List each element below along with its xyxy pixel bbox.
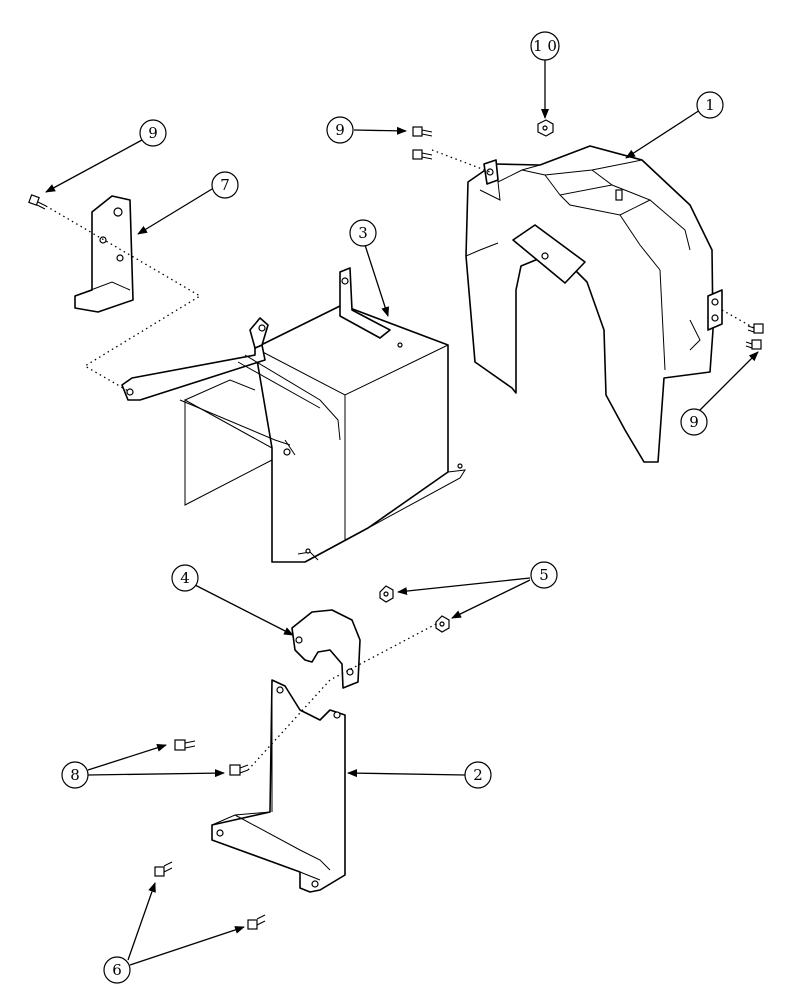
bolt-9-top	[412, 126, 433, 160]
callout-9-right: 9	[680, 408, 708, 436]
callout-4: 4	[171, 564, 199, 592]
callout-label: 1 0	[533, 37, 557, 55]
part-4-u-plate	[291, 609, 361, 689]
callout-label: 3	[358, 224, 368, 242]
callout-label: 2	[473, 766, 483, 784]
callout-label: 8	[70, 766, 80, 784]
callout-label: 6	[112, 961, 122, 979]
bolt-9-left	[28, 194, 47, 210]
callout-8: 8	[61, 761, 89, 789]
callout-label: 9	[689, 413, 699, 431]
callout-10: 1 0	[530, 31, 560, 61]
nut-5	[379, 585, 450, 633]
alignment-lines	[45, 149, 755, 771]
callout-3: 3	[349, 219, 377, 247]
part-3-box-housing	[121, 267, 466, 563]
callout-label: 9	[148, 124, 158, 142]
callout-9-left: 9	[139, 119, 167, 147]
bolt-9-right	[745, 323, 764, 350]
callout-9-top: 9	[326, 116, 354, 144]
callout-1: 1	[696, 91, 724, 119]
part-1-shield-cover	[465, 145, 723, 463]
callout-label: 1	[705, 96, 715, 114]
callout-label: 7	[220, 176, 230, 194]
part-7-angle-bracket	[74, 195, 134, 313]
leader-lines	[45, 60, 759, 966]
callout-2: 2	[464, 761, 492, 789]
callout-7: 7	[211, 171, 239, 199]
bolt-8	[174, 739, 249, 776]
callout-label: 9	[335, 121, 345, 139]
callout-label: 5	[539, 566, 549, 584]
callout-6: 6	[103, 956, 131, 984]
callout-5: 5	[530, 561, 558, 589]
bolt-6	[154, 861, 266, 930]
part-2-mounting-bracket	[211, 679, 346, 893]
callout-label: 4	[180, 569, 190, 587]
nut-10	[537, 119, 554, 137]
